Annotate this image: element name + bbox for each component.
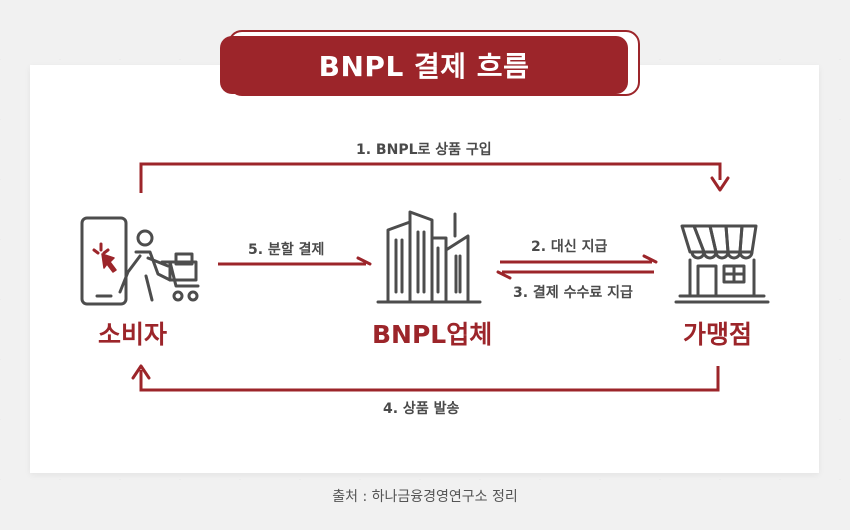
step-5-label: 5. 분할 결제: [248, 242, 325, 258]
step-1-label: 1. BNPL로 상품 구입: [356, 142, 492, 158]
arrow-step-4: [131, 364, 720, 392]
source-note: 출처 : 하나금융경영연구소 정리: [332, 489, 518, 505]
phone-and-shopping-cart-icon: [80, 216, 200, 306]
title-banner: BNPL 결제 흐름: [220, 36, 628, 94]
arrow-step-2: [500, 254, 658, 264]
page-title: BNPL 결제 흐름: [318, 50, 530, 83]
step-2-label: 2. 대신 지급: [531, 239, 608, 255]
arrow-step-1: [139, 162, 730, 193]
buildings-icon: [376, 210, 482, 304]
arrow-step-3: [496, 270, 654, 280]
step-4-label: 4. 상품 발송: [383, 401, 460, 417]
node-consumer-label: 소비자: [98, 320, 168, 349]
node-merchant-label: 가맹점: [683, 320, 753, 349]
arrow-step-5: [218, 256, 372, 266]
node-bnpl-label: BNPL업체: [372, 320, 493, 349]
store-icon: [674, 224, 770, 304]
step-3-label: 3. 결제 수수료 지급: [513, 285, 633, 301]
